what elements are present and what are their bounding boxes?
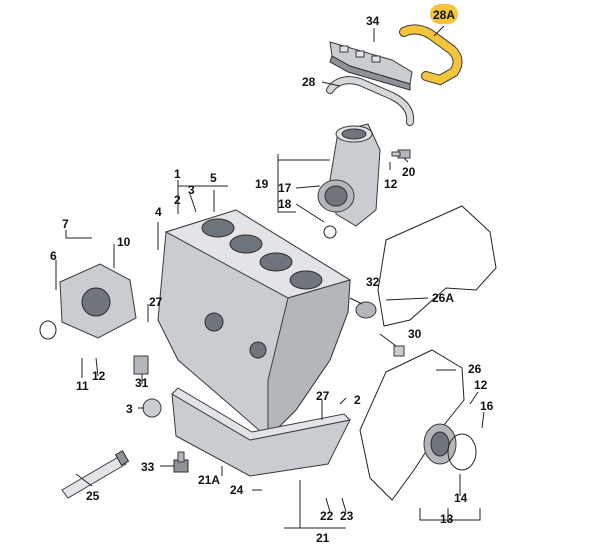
part-6-cover[interactable] (59, 263, 137, 339)
part-31-plug[interactable] (133, 355, 149, 375)
callout-5: 5 (210, 171, 217, 185)
callout-26: 26 (468, 362, 482, 376)
callout-22: 22 (320, 509, 334, 523)
callout-12-b: 12 (474, 378, 488, 392)
callout-12-a: 12 (92, 369, 106, 383)
callout-33: 33 (141, 460, 155, 474)
part-26-plate[interactable] (359, 349, 465, 501)
callout-2-b: 2 (354, 393, 361, 407)
part-19-housing[interactable] (317, 123, 381, 227)
callout-14: 14 (454, 491, 468, 505)
callout-26a: 26A (432, 291, 454, 305)
callout-28a: 28A (433, 8, 455, 22)
callout-7: 7 (62, 217, 69, 231)
callout-28a-highlight (430, 4, 458, 24)
part-32-cap[interactable] (355, 301, 377, 319)
callout-13: 13 (440, 512, 454, 526)
part-20-bolt[interactable] (391, 149, 411, 159)
callout-16: 16 (480, 399, 494, 413)
part-26a-plate[interactable] (377, 205, 497, 327)
callout-10: 10 (117, 235, 131, 249)
callout-4: 4 (155, 205, 162, 219)
part-30-plug[interactable] (393, 345, 405, 357)
callout-17: 17 (278, 181, 292, 195)
part-13-seal-flange[interactable] (423, 423, 457, 465)
callout-21a: 21A (198, 473, 220, 487)
part-28-pipe[interactable] (326, 76, 415, 126)
callout-31: 31 (135, 376, 149, 390)
part-34-module[interactable] (329, 41, 413, 91)
callout-23: 23 (340, 509, 354, 523)
callout-12-c: 12 (384, 177, 398, 191)
callout-2-a: 2 (174, 193, 181, 207)
part-18-seal[interactable] (323, 225, 337, 239)
callout-28: 28 (302, 75, 316, 89)
callout-labels: 28A 34 28 19 17 18 12 20 1 5 3 2 4 7 10 … (50, 4, 494, 545)
part-6-seal[interactable] (39, 320, 57, 340)
part-21a-oil-pan[interactable] (171, 387, 352, 477)
callout-34: 34 (366, 14, 380, 28)
part-25-tube[interactable] (61, 450, 130, 499)
callout-3-b: 3 (126, 402, 133, 416)
callout-3-a: 3 (188, 183, 195, 197)
callout-1: 1 (174, 167, 181, 181)
part-3-plug[interactable] (142, 398, 162, 418)
part-28a-hose[interactable] (399, 24, 463, 86)
callout-19: 19 (255, 177, 269, 191)
callout-6: 6 (50, 249, 57, 263)
callout-21: 21 (316, 531, 330, 545)
callout-32: 32 (366, 275, 380, 289)
callout-30: 30 (408, 327, 422, 341)
callout-25: 25 (86, 489, 100, 503)
part-33-sensor[interactable] (173, 451, 189, 473)
callout-24: 24 (230, 483, 244, 497)
part-14-ring[interactable] (447, 433, 477, 471)
callout-20: 20 (402, 165, 416, 179)
engine-block[interactable] (157, 209, 352, 440)
callout-11: 11 (76, 379, 89, 393)
callout-27-b: 27 (316, 389, 330, 403)
callout-18: 18 (278, 197, 292, 211)
callout-27-a: 27 (149, 295, 163, 309)
leader-lines (55, 25, 485, 529)
